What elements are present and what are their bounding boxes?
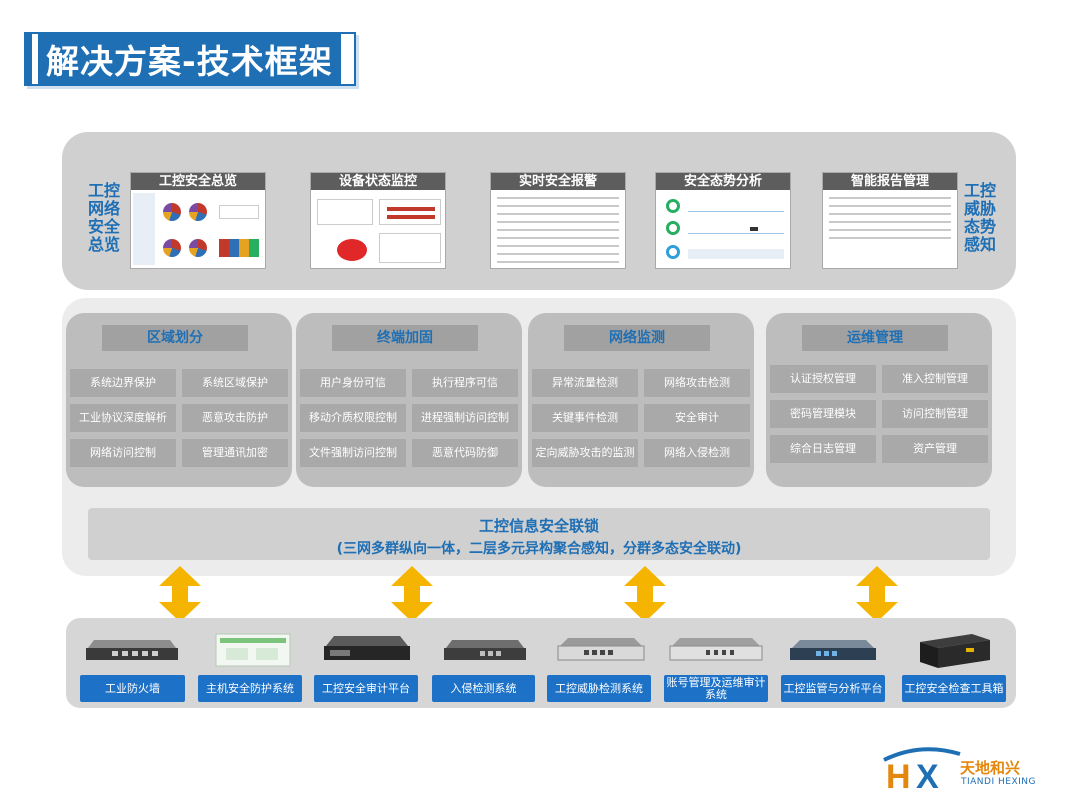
screen-title: 工控安全总览 [131, 173, 265, 190]
device-label: 工控安全审计平台 [314, 675, 418, 702]
capability-item: 移动介质权限控制 [300, 404, 406, 432]
overview-right-label: 工控威胁态势感知 [963, 181, 996, 254]
threat-detection-device-icon [557, 638, 645, 661]
account-audit-device-icon [669, 638, 763, 661]
firewall-device-icon [86, 640, 178, 660]
screen-situation-analysis: 安全态势分析 [655, 172, 791, 269]
screen-title: 实时安全报警 [491, 173, 625, 190]
screen-device-monitor: 设备状态监控 [310, 172, 446, 269]
screen-thumbnail [313, 193, 443, 265]
group-ops-management: 运维管理 认证授权管理 准入控制管理 密码管理模块 访问控制管理 综合日志管理 … [766, 313, 992, 487]
screen-thumbnail [825, 193, 955, 265]
capability-item: 工业协议深度解析 [70, 404, 176, 432]
capability-item: 网络访问控制 [70, 439, 176, 467]
device-label: 工控监管与分析平台 [781, 675, 885, 702]
host-protection-screen-icon [215, 633, 291, 667]
capability-item: 关键事件检测 [532, 404, 638, 432]
svg-text:H: H [886, 758, 911, 794]
capability-item: 密码管理模块 [770, 400, 876, 428]
supervision-platform-device-icon [790, 640, 876, 660]
group-title: 区域划分 [102, 325, 248, 351]
capability-item: 安全审计 [644, 404, 750, 432]
device-label: 工控安全检查工具箱 [902, 675, 1006, 702]
screen-title: 安全态势分析 [656, 173, 790, 190]
screen-report-management: 智能报告管理 [822, 172, 958, 269]
overview-left-label: 工控网络安全总览 [87, 181, 120, 254]
company-logo-icon: H X [883, 747, 961, 794]
device-label: 工控威胁检测系统 [547, 675, 651, 702]
double-arrow-icon [856, 566, 898, 622]
capability-item: 进程强制访问控制 [412, 404, 518, 432]
logo-name-en: TIANDI HEXING [961, 777, 1036, 787]
screen-thumbnail [658, 193, 788, 265]
device-label: 账号管理及运维审计系统 [664, 675, 768, 702]
capability-item: 用户身份可信 [300, 369, 406, 397]
title-banner: 解决方案-技术框架 [24, 32, 356, 86]
capability-item: 网络入侵检测 [644, 439, 750, 467]
double-arrow-icon [391, 566, 433, 622]
screen-title: 设备状态监控 [311, 173, 445, 190]
group-title: 运维管理 [802, 325, 948, 351]
device-label: 入侵检测系统 [432, 675, 535, 702]
capability-item: 认证授权管理 [770, 365, 876, 393]
capability-item: 资产管理 [882, 435, 988, 463]
ids-device-icon [444, 640, 526, 660]
screen-overview: 工控安全总览 [130, 172, 266, 269]
capability-item: 准入控制管理 [882, 365, 988, 393]
capability-item: 网络攻击检测 [644, 369, 750, 397]
capability-item: 综合日志管理 [770, 435, 876, 463]
page-title: 解决方案-技术框架 [38, 33, 341, 85]
capability-item: 执行程序可信 [412, 369, 518, 397]
capability-item: 定向威胁攻击的监测 [532, 439, 638, 467]
device-label: 主机安全防护系统 [198, 675, 302, 702]
audit-platform-device-icon [324, 636, 410, 660]
security-linkage-bar: 工控信息安全联锁 (三网多群纵向一体，二层多元异构聚合感知，分群多态安全联动) [88, 508, 990, 560]
screen-title: 智能报告管理 [823, 173, 957, 190]
capability-item: 异常流量检测 [532, 369, 638, 397]
double-arrow-icon [159, 566, 201, 622]
group-title: 终端加固 [332, 325, 478, 351]
capability-item: 恶意代码防御 [412, 439, 518, 467]
linkage-subtitle: (三网多群纵向一体，二层多元异构聚合感知，分群多态安全联动) [336, 541, 742, 557]
group-network-monitoring: 网络监测 异常流量检测 网络攻击检测 关键事件检测 安全审计 定向威胁攻击的监测… [528, 313, 754, 487]
double-arrow-icon [624, 566, 666, 622]
capability-item: 系统边界保护 [70, 369, 176, 397]
group-title: 网络监测 [564, 325, 710, 351]
capability-item: 恶意攻击防护 [182, 404, 288, 432]
screen-thumbnail [493, 193, 623, 265]
capability-item: 文件强制访问控制 [300, 439, 406, 467]
group-zone-division: 区域划分 系统边界保护 系统区域保护 工业协议深度解析 恶意攻击防护 网络访问控… [66, 313, 292, 487]
logo-name-cn: 天地和兴 [960, 759, 1021, 777]
capability-item: 管理通讯加密 [182, 439, 288, 467]
group-endpoint-hardening: 终端加固 用户身份可信 执行程序可信 移动介质权限控制 进程强制访问控制 文件强… [296, 313, 522, 487]
capability-item: 访问控制管理 [882, 400, 988, 428]
inspection-toolbox-icon [920, 634, 990, 668]
linkage-title: 工控信息安全联锁 [478, 517, 599, 535]
device-label: 工业防火墙 [80, 675, 185, 702]
screen-realtime-alarm: 实时安全报警 [490, 172, 626, 269]
screen-thumbnail [133, 193, 263, 265]
svg-text:X: X [916, 758, 939, 794]
capability-item: 系统区域保护 [182, 369, 288, 397]
